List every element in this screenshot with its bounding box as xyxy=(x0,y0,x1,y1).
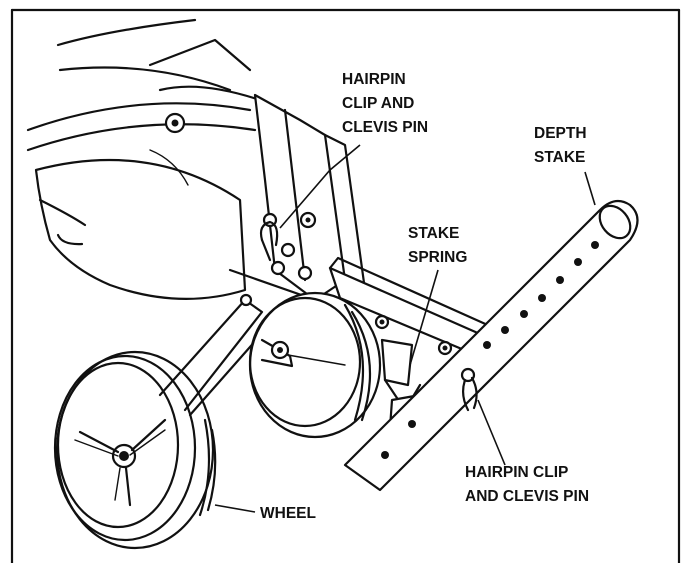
wheel xyxy=(53,350,217,550)
depth-stake xyxy=(343,199,639,492)
label-hairpin-top-line3: CLEVIS PIN xyxy=(342,119,428,136)
label-hairpin-clip-top: HAIRPIN CLIP AND CLEVIS PIN xyxy=(342,71,428,136)
label-hairpin-bottom-line1: HAIRPIN CLIP xyxy=(465,464,568,481)
tiller-housing xyxy=(26,18,262,300)
label-hairpin-top-line2: CLIP AND xyxy=(342,95,414,112)
label-stake-spring: STAKE SPRING xyxy=(408,225,467,266)
label-hairpin-top-line1: HAIRPIN xyxy=(342,71,406,88)
label-stake-spring-line1: STAKE xyxy=(408,225,459,242)
upper-hairpin-clip xyxy=(259,220,279,262)
rear-wheel xyxy=(248,291,382,439)
label-wheel: WHEEL xyxy=(260,505,316,522)
label-hairpin-clip-bottom: HAIRPIN CLIP AND CLEVIS PIN xyxy=(465,464,589,505)
mounting-bracket xyxy=(228,93,367,307)
label-depth-stake: DEPTH STAKE xyxy=(534,125,587,166)
label-depth-stake-line1: DEPTH xyxy=(534,125,587,142)
diagram-frame xyxy=(10,8,681,563)
label-stake-spring-line2: SPRING xyxy=(408,249,467,266)
label-hairpin-bottom-line2: AND CLEVIS PIN xyxy=(465,488,589,505)
lower-hairpin-clip xyxy=(460,367,478,412)
label-depth-stake-line2: STAKE xyxy=(534,149,585,166)
leader-lines xyxy=(214,144,596,513)
